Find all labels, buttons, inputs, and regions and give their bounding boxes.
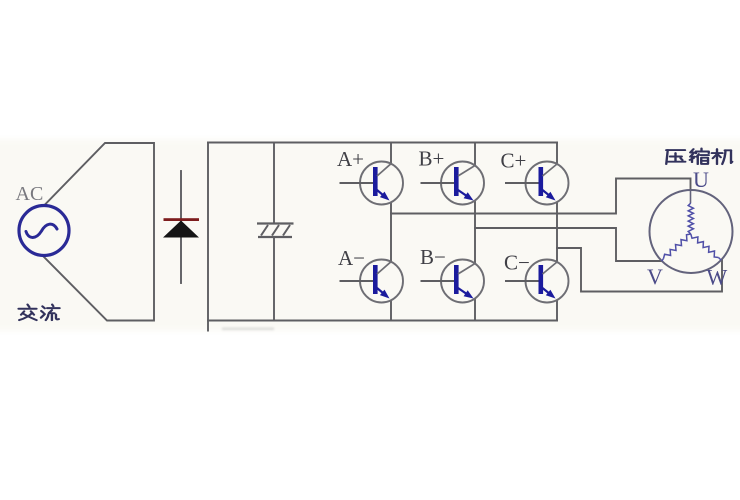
svg-text:V: V: [647, 264, 663, 289]
svg-text:B−: B−: [420, 245, 446, 269]
svg-text:B+: B+: [419, 147, 445, 171]
svg-text:AC: AC: [16, 183, 44, 205]
svg-text:C+: C+: [501, 149, 527, 173]
svg-text:C−: C−: [504, 251, 530, 275]
svg-text:A−: A−: [338, 246, 365, 270]
svg-text:W: W: [707, 265, 728, 290]
svg-text:A+: A+: [337, 147, 364, 171]
svg-text:U: U: [693, 167, 709, 192]
